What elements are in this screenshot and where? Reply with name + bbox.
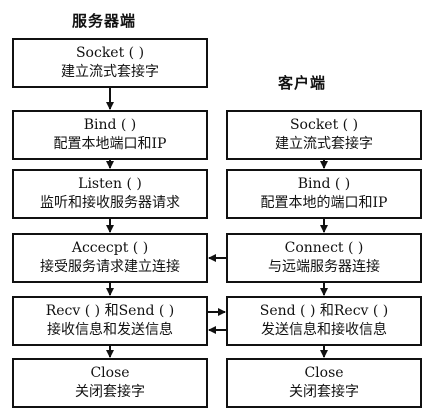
client-bind-call: Bind ( ) bbox=[297, 176, 351, 192]
server-listen-box: Listen ( ) 监听和接收服务器请求 bbox=[12, 169, 208, 219]
client-bind-box: Bind ( ) 配置本地的端口和IP bbox=[226, 169, 422, 219]
server-socket-call: Socket ( ) bbox=[75, 45, 145, 61]
server-recv-send-call: Recv ( ) 和Send ( ) bbox=[45, 303, 175, 319]
server-accept-box: Accecpt ( ) 接受服务请求建立连接 bbox=[12, 233, 208, 283]
server-close-desc: 关闭套接字 bbox=[75, 384, 145, 400]
server-close-call: Close bbox=[90, 365, 130, 381]
server-accept-call: Accecpt ( ) bbox=[71, 240, 149, 256]
server-recv-send-box: Recv ( ) 和Send ( ) 接收信息和发送信息 bbox=[12, 296, 208, 346]
client-send-recv-call: Send ( ) 和Recv ( ) bbox=[259, 303, 389, 319]
client-send-recv-desc: 发送信息和接收信息 bbox=[261, 322, 387, 338]
server-socket-desc: 建立流式套接字 bbox=[61, 64, 159, 80]
client-connect-desc: 与远端服务器连接 bbox=[268, 259, 380, 275]
server-bind-call: Bind ( ) bbox=[83, 117, 137, 133]
server-accept-desc: 接受服务请求建立连接 bbox=[40, 259, 180, 275]
server-recv-send-desc: 接收信息和发送信息 bbox=[47, 322, 173, 338]
client-send-recv-box: Send ( ) 和Recv ( ) 发送信息和接收信息 bbox=[226, 296, 422, 346]
server-bind-desc: 配置本地端口和IP bbox=[53, 136, 167, 152]
server-listen-call: Listen ( ) bbox=[78, 176, 142, 192]
client-socket-desc: 建立流式套接字 bbox=[275, 136, 373, 152]
client-connect-call: Connect ( ) bbox=[284, 240, 364, 256]
client-socket-box: Socket ( ) 建立流式套接字 bbox=[226, 110, 422, 160]
client-connect-box: Connect ( ) 与远端服务器连接 bbox=[226, 233, 422, 283]
client-socket-call: Socket ( ) bbox=[289, 117, 359, 133]
server-socket-box: Socket ( ) 建立流式套接字 bbox=[12, 38, 208, 88]
client-close-desc: 关闭套接字 bbox=[289, 384, 359, 400]
server-bind-box: Bind ( ) 配置本地端口和IP bbox=[12, 110, 208, 160]
client-bind-desc: 配置本地的端口和IP bbox=[260, 195, 388, 211]
client-close-call: Close bbox=[304, 365, 344, 381]
server-close-box: Close 关闭套接字 bbox=[12, 358, 208, 408]
client-close-box: Close 关闭套接字 bbox=[226, 358, 422, 408]
client-heading: 客户端 bbox=[278, 74, 327, 92]
server-listen-desc: 监听和接收服务器请求 bbox=[40, 195, 180, 211]
server-heading: 服务器端 bbox=[72, 12, 137, 30]
